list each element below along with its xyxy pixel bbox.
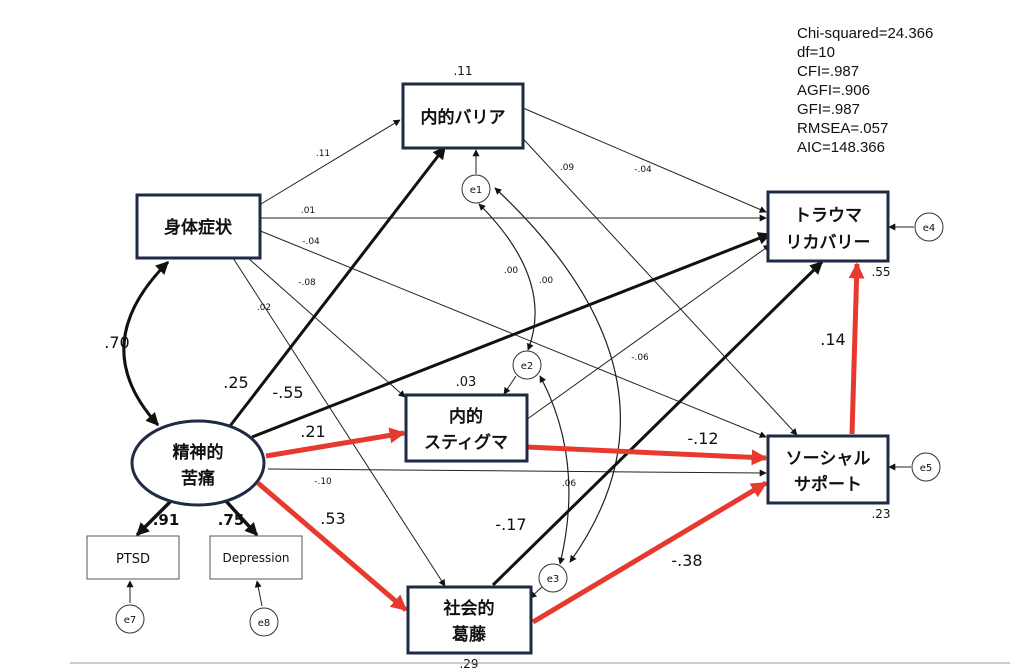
- error-e7: [115, 604, 145, 634]
- corr-e2-e3: [539, 375, 570, 565]
- error-e1-label: e1: [470, 185, 483, 196]
- coef-e2-e3: .06: [562, 479, 577, 489]
- error-e8: [249, 607, 279, 637]
- node-inner-barrier: [401, 82, 525, 150]
- error-e2: [512, 350, 542, 380]
- coef-dist-depression: .75: [218, 511, 245, 529]
- coef-barrier-trauma: -.04: [634, 165, 652, 175]
- error-e1: [461, 174, 491, 204]
- path-distress-to-conflict: [256, 481, 408, 612]
- path-distress-to-trauma: [251, 232, 772, 439]
- path-distress-to-barrier: [228, 145, 447, 427]
- path-conflict-to-trauma: [491, 260, 824, 587]
- path-barrier-to-social: [514, 129, 798, 436]
- path-barrier-to-trauma: [522, 107, 767, 213]
- error-e3-label: e3: [547, 574, 560, 585]
- coef-e1-e2: .00: [504, 266, 519, 276]
- coef-conflict-social: -.38: [671, 551, 702, 570]
- path-distress-to-social: [267, 468, 767, 477]
- coef-dist-barrier: .25: [223, 373, 248, 392]
- path-physical-to-stigma: [247, 257, 406, 398]
- coef-phys-dist: .70: [104, 333, 129, 352]
- node-social: [766, 434, 890, 505]
- node-distress: [130, 419, 266, 507]
- coef-barrier-social: .09: [560, 163, 575, 173]
- node-inner-barrier-label: 内的バリア: [421, 107, 506, 128]
- path-e8-to-depression: [254, 580, 263, 607]
- fit-rmsea: RMSEA=.057: [797, 120, 888, 137]
- node-conflict-label-2: 葛藤: [451, 624, 487, 645]
- path-distress-to-stigma: [265, 427, 406, 459]
- node-distress-label-2: 苦痛: [181, 468, 215, 489]
- path-physical-to-barrier: [255, 119, 401, 208]
- coef-dist-ptsd: .91: [153, 511, 180, 529]
- path-distress-to-ptsd: [135, 498, 174, 537]
- node-trauma: [766, 190, 890, 263]
- corr-physical-distress: [122, 260, 170, 427]
- error-e5: [911, 452, 941, 482]
- node-social-label-1: ソーシャル: [786, 449, 871, 469]
- coef-dist-trauma: -.55: [272, 383, 303, 402]
- error-e8-label: e8: [258, 618, 271, 629]
- error-e4-label: e4: [923, 223, 936, 234]
- corr-e1-e3: [494, 187, 621, 563]
- node-conflict: [406, 585, 533, 655]
- error-e5-label: e5: [920, 463, 933, 474]
- node-trauma-label-1: トラウマ: [794, 206, 862, 226]
- coef-phys-trauma: .01: [301, 206, 315, 216]
- path-social-to-trauma: [848, 262, 865, 435]
- coef-phys-conflict: .02: [257, 303, 271, 313]
- coef-dist-conflict: .53: [320, 509, 345, 528]
- node-ptsd: [86, 535, 180, 580]
- r2-stigma: .03: [456, 375, 477, 390]
- node-depression-label: Depression: [222, 551, 289, 565]
- r2-conflict: .29: [459, 657, 478, 671]
- node-social-label-2: サポート: [794, 474, 862, 495]
- coef-dist-social: -.10: [314, 477, 332, 487]
- path-distress-to-depression: [223, 498, 259, 537]
- node-stigma-label-1: 内的: [449, 406, 483, 427]
- r2-trauma: .55: [871, 265, 890, 279]
- r2-inner-barrier: .11: [453, 64, 472, 78]
- fit-aic: AIC=148.366: [797, 139, 885, 156]
- path-stigma-to-social: [526, 444, 768, 466]
- node-trauma-label-2: リカバリー: [786, 233, 871, 253]
- coef-phys-stigma: -.08: [298, 278, 316, 288]
- path-conflict-to-social: [531, 480, 768, 625]
- coef-phys-social: -.04: [302, 237, 320, 247]
- node-stigma-label-2: スティグマ: [424, 432, 508, 453]
- node-ptsd-label: PTSD: [116, 552, 150, 567]
- node-distress-label-1: 精神的: [173, 442, 224, 463]
- error-e3: [538, 563, 568, 593]
- coef-stigma-trauma: -.06: [631, 353, 649, 363]
- node-depression: [209, 535, 303, 580]
- coef-conflict-trauma: -.17: [495, 515, 526, 534]
- path-stigma-to-trauma: [525, 244, 771, 421]
- error-e7-label: e7: [124, 615, 137, 626]
- fit-df: df=10: [797, 44, 835, 61]
- fit-agfi: AGFI=.906: [797, 82, 870, 99]
- fit-statistics: Chi-squared=24.366 df=10 CFI=.987 AGFI=.…: [797, 25, 933, 156]
- coef-social-trauma: .14: [820, 330, 845, 349]
- fit-chi-squared: Chi-squared=24.366: [797, 25, 933, 42]
- error-e2-label: e2: [521, 361, 534, 372]
- coef-dist-stigma: .21: [300, 422, 325, 441]
- error-e4: [914, 212, 944, 242]
- fit-gfi: GFI=.987: [797, 101, 860, 118]
- node-conflict-label-1: 社会的: [443, 598, 495, 619]
- node-stigma: [404, 393, 529, 463]
- path-physical-to-conflict: [232, 257, 446, 587]
- node-physical: [135, 193, 262, 260]
- coef-stigma-social: -.12: [687, 429, 718, 448]
- fit-cfi: CFI=.987: [797, 63, 859, 80]
- coef-phys-barrier: .11: [316, 149, 330, 159]
- r2-social: .23: [871, 507, 890, 521]
- path-e2-to-stigma: [503, 375, 517, 395]
- coef-e1-e3: .00: [539, 276, 554, 286]
- node-physical-label: 身体症状: [164, 217, 233, 238]
